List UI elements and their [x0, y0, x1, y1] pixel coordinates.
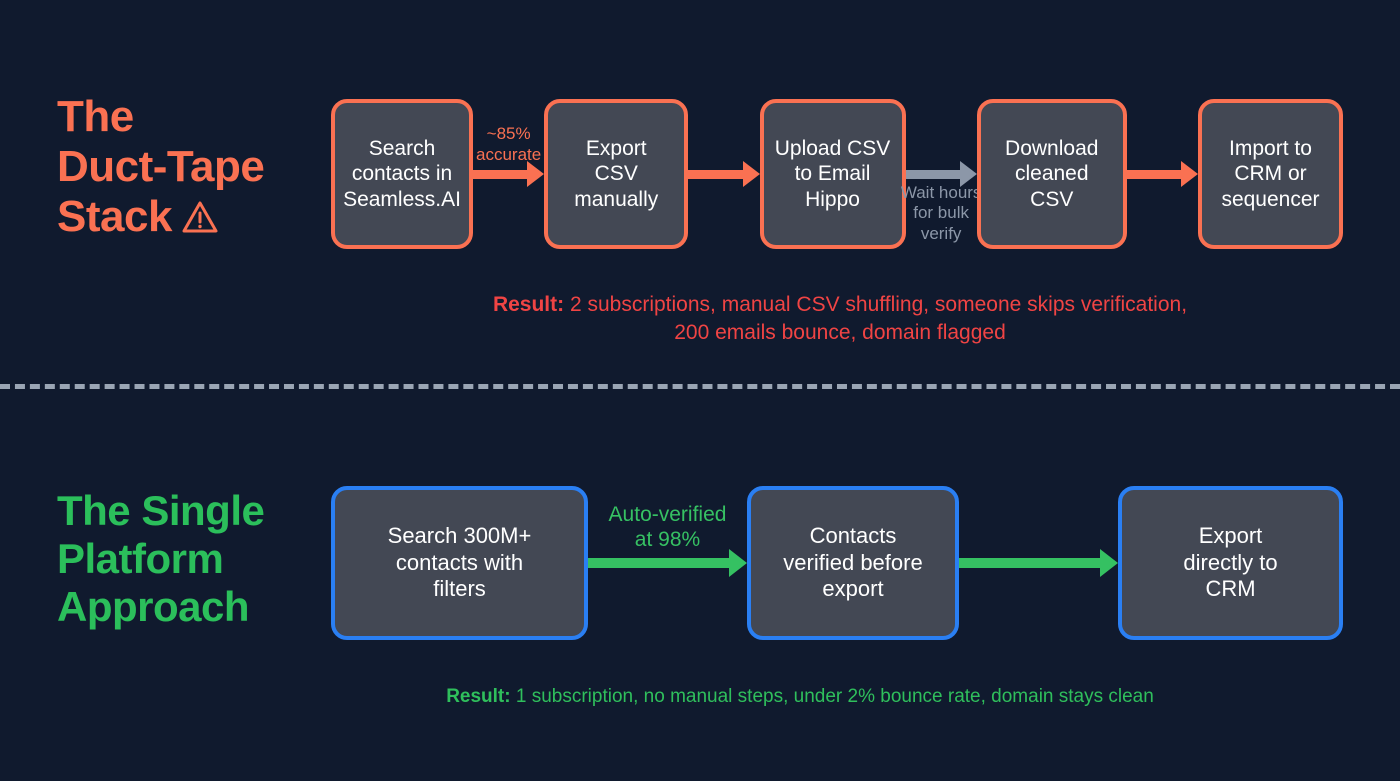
node-import-crm[interactable]: Import to CRM or sequencer	[1198, 99, 1343, 249]
warning-triangle-icon	[180, 196, 220, 246]
node-label: Export directly to CRM	[1183, 522, 1278, 602]
top-result-text: Result: 2 subscriptions, manual CSV shuf…	[240, 291, 1400, 346]
arrow-shaft	[959, 558, 1100, 568]
connector-2	[688, 99, 760, 249]
connector-b2	[959, 486, 1118, 640]
node-label: Search 300M+ contacts with filters	[387, 522, 532, 602]
arrow-shaft	[688, 169, 743, 179]
node-label: Upload CSV to Email Hippo	[774, 136, 891, 211]
node-export-crm[interactable]: Export directly to CRM	[1118, 486, 1343, 640]
connector-1: ~85% accurate	[473, 99, 545, 249]
node-label: Search contacts in Seamless.AI	[343, 136, 461, 211]
arrow-gray-wait	[905, 161, 977, 187]
arrow-head	[1100, 549, 1118, 577]
node-contacts-verified[interactable]: Contacts verified before export	[747, 486, 959, 640]
node-label: Export CSV manually	[574, 136, 659, 211]
arrow-green-1	[588, 549, 747, 577]
arrow-shaft	[473, 169, 528, 179]
result-label: Result:	[492, 293, 565, 316]
arrow-shaft	[1126, 169, 1181, 179]
arrow-head	[1181, 161, 1198, 187]
arrow-head	[527, 161, 545, 187]
node-label: Contacts verified before export	[783, 522, 923, 602]
arrow-orange-3	[1126, 161, 1198, 187]
connector-1-label: ~85% accurate	[476, 124, 542, 164]
section-divider	[0, 384, 1400, 389]
arrow-shaft	[905, 169, 960, 179]
bottom-result-text: Result: 1 subscription, no manual steps,…	[200, 684, 1400, 709]
node-download-cleaned-csv[interactable]: Download cleaned CSV	[976, 99, 1127, 249]
arrow-head	[959, 161, 977, 187]
arrow-head	[742, 161, 760, 187]
result-label: Result:	[446, 686, 511, 707]
single-platform-flow: Search 300M+ contacts with filters Auto-…	[331, 486, 1343, 640]
result-body: 2 subscriptions, manual CSV shuffling, s…	[569, 293, 1188, 344]
node-search-300m[interactable]: Search 300M+ contacts with filters	[331, 486, 588, 640]
arrow-green-2	[959, 549, 1118, 577]
node-label: Download cleaned CSV	[1005, 136, 1099, 211]
arrow-orange-1	[473, 161, 545, 187]
connector-4	[1126, 99, 1198, 249]
top-section-title-text: The Duct-Tape Stack	[57, 92, 265, 242]
connector-3-label: Wait hours for bulk verify	[900, 183, 982, 243]
node-export-csv[interactable]: Export CSV manually	[544, 99, 689, 249]
bottom-section-title: The Single Platform Approach	[57, 487, 265, 630]
arrow-head	[729, 549, 747, 577]
connector-b1: Auto-verified at 98%	[588, 486, 747, 640]
node-search-seamless[interactable]: Search contacts in Seamless.AI	[331, 99, 473, 249]
arrow-shaft	[588, 558, 729, 568]
result-body: 1 subscription, no manual steps, under 2…	[510, 686, 1154, 707]
connector-b1-label: Auto-verified at 98%	[608, 502, 727, 551]
duct-tape-flow: Search contacts in Seamless.AI ~85% accu…	[331, 99, 1343, 249]
node-upload-email-hippo[interactable]: Upload CSV to Email Hippo	[759, 99, 906, 249]
node-label: Import to CRM or sequencer	[1221, 136, 1320, 211]
top-section-title: The Duct-Tape Stack	[57, 92, 327, 246]
connector-3: Wait hours for bulk verify	[901, 99, 981, 249]
arrow-orange-2	[688, 161, 760, 187]
